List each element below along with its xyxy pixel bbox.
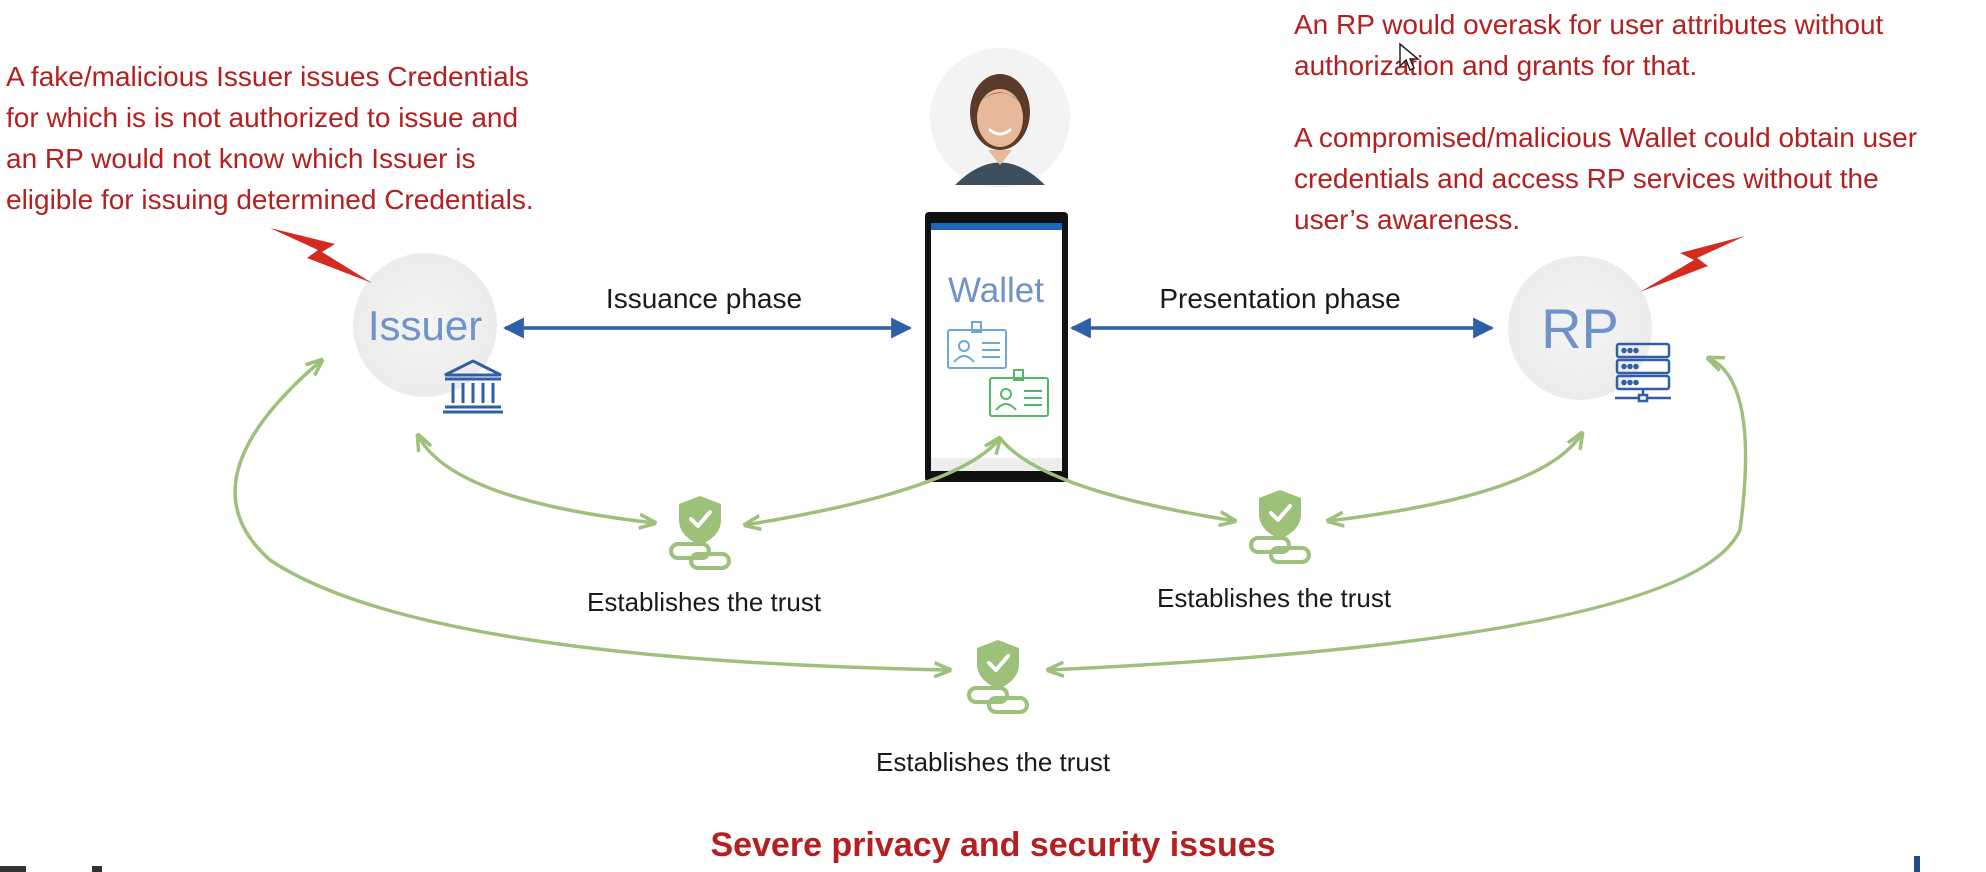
shield-chain-icon — [967, 638, 1029, 714]
wallet-label: Wallet — [948, 271, 1044, 310]
trust-curve — [233, 360, 950, 670]
trust-curve — [1048, 358, 1748, 670]
issuer-label: Issuer — [368, 302, 482, 349]
trust-curve — [418, 435, 655, 523]
rp-threat-line: An RP would overask for user attributes … — [1294, 9, 1884, 40]
wallet-threat-line: user’s awareness. — [1294, 204, 1521, 235]
trust-label-right: Establishes the trust — [1157, 583, 1392, 613]
trust-label-bottom: Establishes the trust — [876, 747, 1111, 777]
slide-edge-mark — [1914, 856, 1920, 872]
wallet-phone: Wallet — [925, 212, 1068, 482]
issuer-threat-line: A fake/malicious Issuer issues Credentia… — [6, 61, 529, 92]
rp-label: RP — [1541, 297, 1619, 360]
rp-threat-line: authorization and grants for that. — [1294, 50, 1698, 81]
mouse-cursor — [1399, 42, 1420, 72]
issuer-threat-line: eligible for issuing determined Credenti… — [6, 184, 534, 215]
id-card-icon — [989, 369, 1049, 417]
wallet-threat-line: credentials and access RP services witho… — [1294, 163, 1879, 194]
footer-title: Severe privacy and security issues — [710, 826, 1276, 864]
issuer-threat-text: A fake/malicious Issuer issues Credentia… — [6, 56, 534, 220]
slide-edge-mark — [0, 866, 26, 872]
wallet-threat-line: A compromised/malicious Wallet could obt… — [1294, 122, 1918, 153]
shield-chain-icon — [1249, 488, 1311, 564]
slide-edge-mark — [92, 866, 102, 872]
lightning-icon — [270, 228, 372, 283]
trust-label-left: Establishes the trust — [587, 587, 822, 617]
issuer-threat-line: an RP would not know which Issuer is — [6, 143, 476, 174]
user-avatar — [930, 48, 1070, 188]
wallet-threat-text: A compromised/malicious Wallet could obt… — [1294, 117, 1917, 240]
rp-threat-text: An RP would overask for user attributes … — [1294, 4, 1883, 86]
shield-chain-icon — [669, 494, 731, 570]
trust-curve — [1328, 433, 1582, 521]
issuance-phase-label: Issuance phase — [606, 283, 802, 314]
id-card-icon — [947, 321, 1007, 369]
lightning-icon — [1640, 236, 1745, 292]
presentation-phase-label: Presentation phase — [1159, 283, 1400, 314]
issuer-threat-line: for which is is not authorized to issue … — [6, 102, 519, 133]
